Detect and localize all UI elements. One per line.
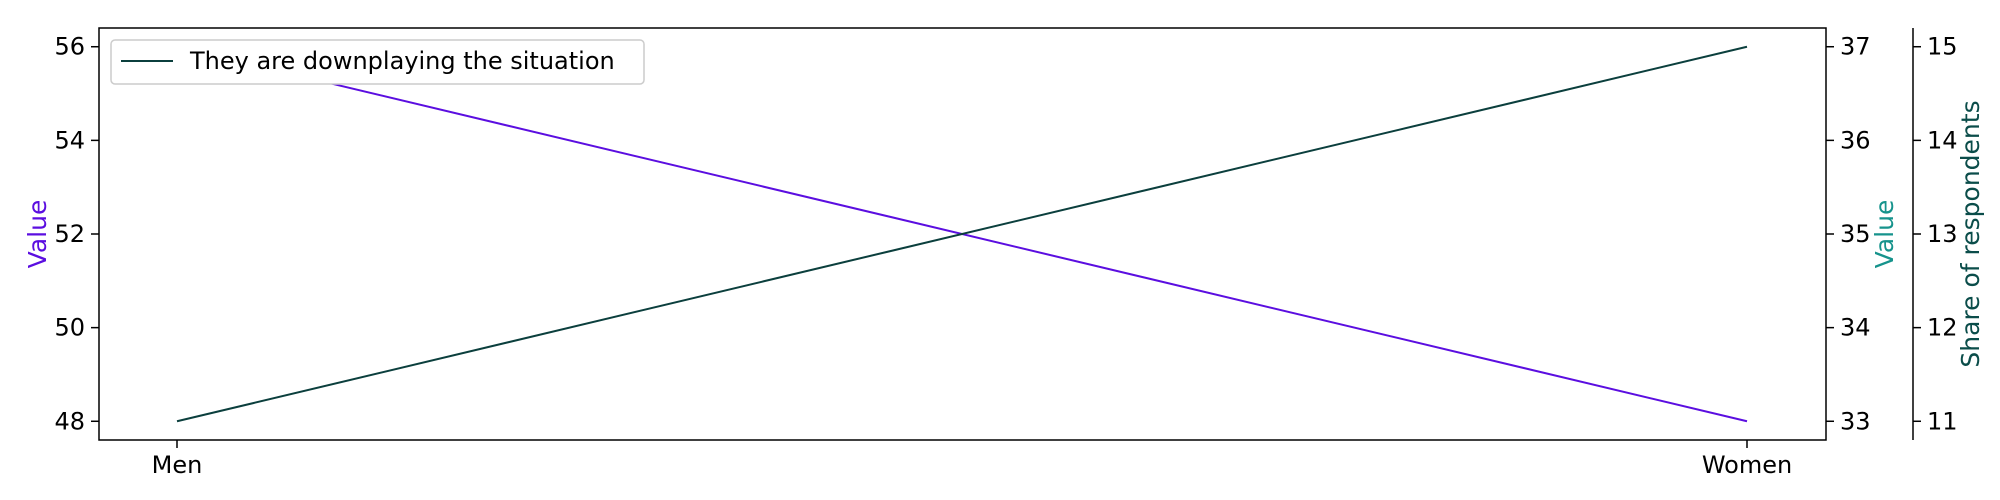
right1-tick-label: 33 [1840, 407, 1871, 435]
series-layer [176, 45, 1748, 423]
series-line-1 [176, 45, 1748, 423]
left-y-axis: 48 50 52 54 56 [54, 33, 99, 435]
right-axis-1-title: Value [1870, 200, 1899, 269]
right2-tick-label: 15 [1927, 33, 1958, 61]
right1-tick-label: 37 [1840, 33, 1871, 61]
x-axis: Men Women [152, 440, 1792, 479]
right2-tick-label: 12 [1927, 314, 1958, 342]
left-tick-label: 48 [54, 407, 85, 435]
legend-entry-label: They are downplaying the situation [189, 47, 615, 75]
x-tick-label: Men [152, 451, 203, 479]
right1-tick-label: 36 [1840, 126, 1871, 154]
left-tick-label: 50 [54, 314, 85, 342]
x-tick-label: Women [1702, 451, 1792, 479]
right-y-axis-2: 11 12 13 14 15 [1912, 28, 1958, 440]
left-tick-label: 56 [54, 33, 85, 61]
right2-tick-label: 14 [1927, 126, 1958, 154]
legend-box [110, 39, 645, 85]
right-y-axis-1: 33 34 35 36 37 [1826, 33, 1871, 435]
right-axis-2-title: Share of respondents [1956, 100, 1985, 367]
legend: They are downplaying the situation [110, 39, 645, 85]
right2-tick-label: 13 [1927, 220, 1958, 248]
right1-tick-label: 34 [1840, 314, 1871, 342]
left-axis-title: Value [23, 200, 52, 269]
right2-tick-label: 11 [1927, 407, 1958, 435]
left-tick-label: 52 [54, 220, 85, 248]
left-tick-label: 54 [54, 126, 85, 154]
right1-tick-label: 35 [1840, 220, 1871, 248]
